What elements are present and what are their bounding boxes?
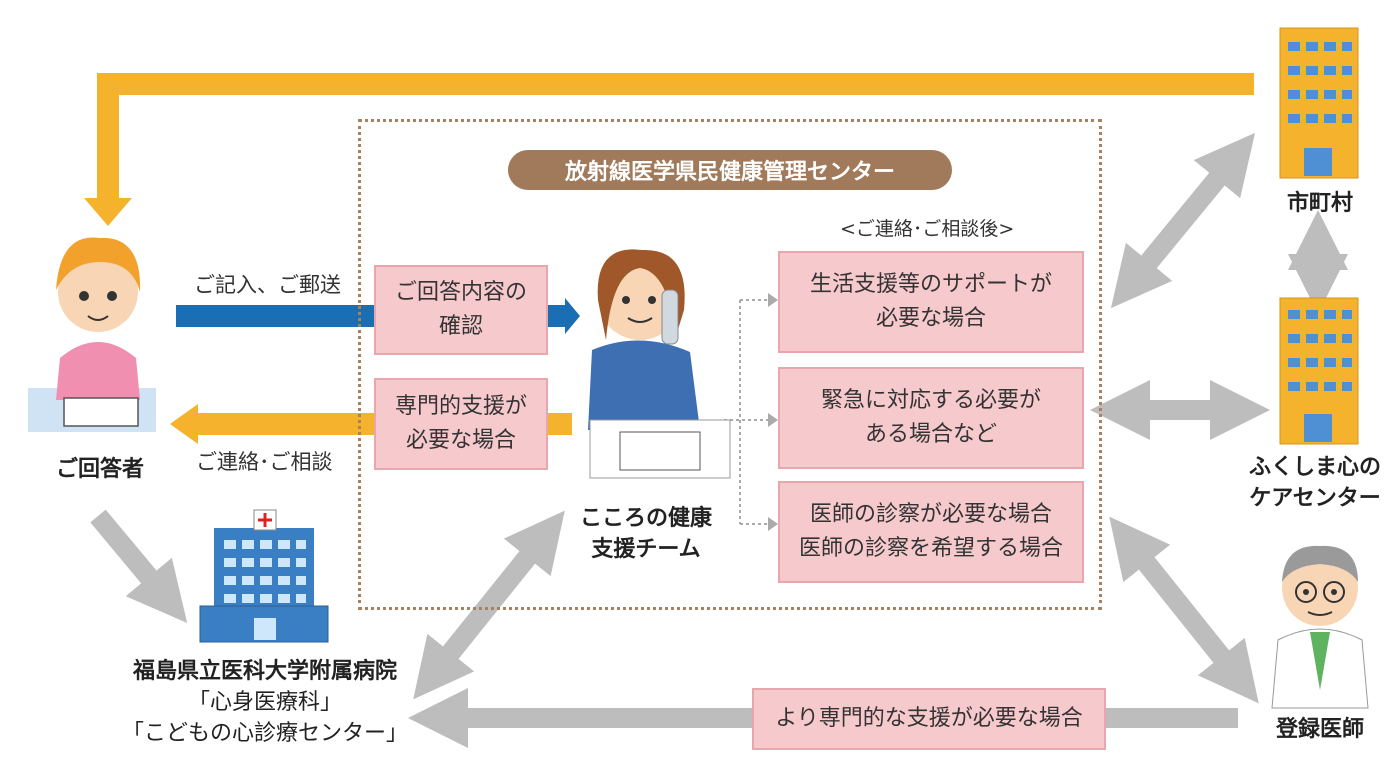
hospital-line3: 「こどもの心診療センター」 — [121, 721, 408, 746]
center-title: 放射線医学県民健康管理センター — [508, 150, 952, 190]
confirm-line1: ご回答内容の — [394, 280, 527, 305]
branch-lines — [724, 299, 770, 525]
hospital-label: 福島県立医科大学附属病院 「心身医療科」 「こどもの心診療センター」 — [110, 656, 420, 749]
center-frame — [358, 119, 1102, 610]
more-specialist-text: より専門的な支援が必要な場合 — [775, 706, 1083, 731]
doctor-label: 登録医師 — [1275, 717, 1364, 742]
more-specialist-box: より専門的な支援が必要な場合 — [752, 688, 1106, 750]
blue-arrow-write-send — [176, 298, 580, 334]
respondent-label: ご回答者 — [55, 457, 144, 482]
urgent-box: 緊急に対応する必要がある場合など — [778, 367, 1084, 469]
life-support-box: 生活支援等のサポートが必要な場合 — [778, 251, 1084, 353]
hospital-line1: 福島県立医科大学附属病院 — [132, 659, 397, 684]
doctor-exam-box: 医師の診察が必要な場合医師の診察を希望する場合 — [778, 481, 1084, 583]
life-support-line1: 生活支援等のサポートが — [809, 272, 1052, 297]
respondent-illustration — [28, 237, 156, 432]
care-center-building — [1279, 297, 1359, 445]
municipality-label: 市町村 — [1286, 191, 1353, 216]
doctor-exam-line1: 医師の診察が必要な場合 — [809, 502, 1052, 527]
after-contact-label: <ご連絡･ご相談後> — [840, 218, 1015, 240]
doctor-exam-line2: 医師の診察を希望する場合 — [798, 536, 1063, 561]
specialist-line2: 必要な場合 — [405, 428, 516, 453]
write-send-label: ご記入、ご郵送 — [194, 273, 341, 297]
team-illustration — [588, 249, 731, 479]
care-center-line1: ふくしま心の — [1248, 455, 1381, 480]
specialist-line1: 専門的支援が — [394, 394, 527, 419]
hospital-illustration — [199, 509, 329, 643]
urgent-line1: 緊急に対応する必要が — [820, 388, 1041, 413]
doctor-illustration — [1271, 545, 1369, 709]
care-center-line2: ケアセンター — [1249, 486, 1381, 511]
orange-arrow-contact-consult — [170, 404, 572, 444]
urgent-line2: ある場合など — [864, 422, 997, 447]
team-label: こころの健康 支援チーム — [560, 503, 732, 565]
specialist-support-box: 専門的支援が必要な場合 — [374, 378, 548, 470]
contact-consult-label: ご連絡･ご相談 — [196, 450, 333, 474]
municipality-building — [1279, 27, 1359, 179]
life-support-line2: 必要な場合 — [875, 306, 986, 331]
hospital-line2: 「心身医療科」 — [187, 690, 342, 715]
care-center-label: ふくしま心の ケアセンター — [1240, 452, 1390, 514]
team-line1: こころの健康 — [579, 506, 712, 531]
orange-arrow-municipality-to-respondent — [84, 73, 1254, 226]
confirm-answer-box: ご回答内容の確認 — [374, 265, 548, 355]
team-line2: 支援チーム — [591, 537, 701, 562]
confirm-line2: 確認 — [438, 314, 483, 339]
